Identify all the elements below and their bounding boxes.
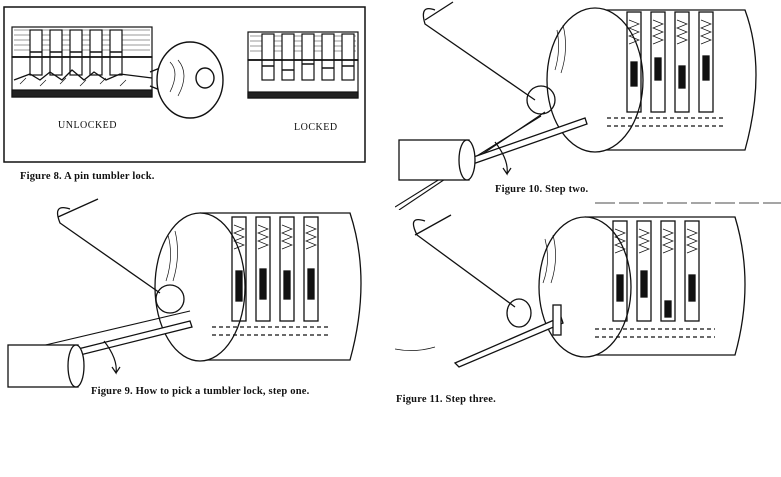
figure-9-caption: Figure 9. How to pick a tumbler lock, st… — [91, 386, 310, 397]
step-three-illustration — [395, 214, 746, 368]
unlocked-lock — [11, 26, 153, 98]
figure-11-caption: Figure 11. Step three. — [396, 394, 496, 405]
figure-9-panel — [0, 195, 395, 405]
safety-pin-pick — [56, 198, 185, 314]
step-two-illustration — [395, 1, 781, 210]
pin-chambers — [231, 216, 319, 322]
figure-8-caption: Figure 8. A pin tumbler lock. — [20, 171, 155, 182]
safety-pin-pick — [412, 214, 532, 328]
key-bow — [149, 41, 224, 119]
pin-chambers — [626, 11, 714, 113]
figure-10-caption: Figure 10. Step two. — [495, 184, 589, 195]
tension-wrench — [398, 117, 588, 181]
figure-8-panel — [0, 0, 400, 200]
locked-label: LOCKED — [294, 122, 338, 133]
pin-tumbler-lock-illustration — [3, 6, 366, 163]
unlocked-label: UNLOCKED — [58, 120, 117, 131]
step-one-illustration — [7, 198, 362, 388]
tension-wrench — [7, 310, 193, 388]
figure-11-panel — [395, 205, 781, 395]
figure-10-panel — [395, 0, 781, 210]
locked-lock — [247, 31, 359, 99]
pin-chambers — [612, 220, 700, 322]
tension-wrench — [453, 304, 564, 368]
